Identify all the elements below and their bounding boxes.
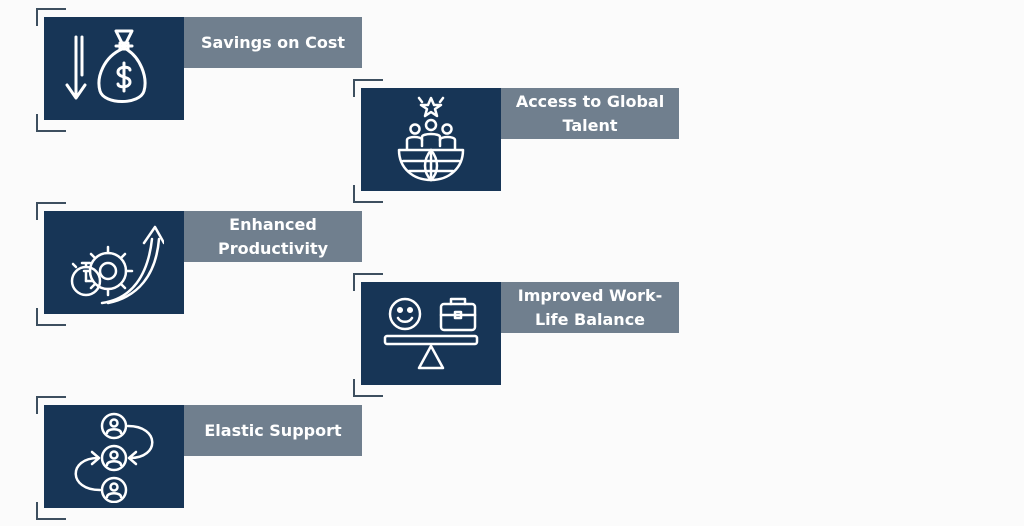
elastic-support-icon (74, 412, 154, 503)
productivity-gear-icon (70, 225, 164, 305)
benefit-card-access-to-global-talent: Access to Global Talent (353, 79, 683, 203)
icon-tile (361, 88, 501, 191)
benefit-card-improved-work-life-balance: Improved Work-Life Balance (353, 273, 683, 397)
benefit-label: Access to Global Talent (501, 88, 679, 139)
corner-bracket-top (36, 396, 66, 414)
icon-tile (44, 211, 184, 314)
benefit-card-savings-on-cost: Savings on Cost (36, 8, 366, 132)
icon-tile (361, 282, 501, 385)
benefit-label: Savings on Cost (184, 17, 362, 68)
corner-bracket-bottom (353, 185, 383, 203)
benefit-label: Elastic Support (184, 405, 362, 456)
benefit-card-elastic-support: Elastic Support (36, 396, 366, 520)
icon-tile (44, 17, 184, 120)
corner-bracket-bottom (36, 308, 66, 326)
corner-bracket-top (36, 202, 66, 220)
benefit-label: Enhanced Productivity (184, 211, 362, 262)
corner-bracket-top (353, 273, 383, 291)
corner-bracket-top (36, 8, 66, 26)
corner-bracket-top (353, 79, 383, 97)
money-bag-down-arrow-icon (65, 29, 147, 103)
benefit-card-enhanced-productivity: Enhanced Productivity (36, 202, 366, 326)
corner-bracket-bottom (36, 114, 66, 132)
global-talent-icon (397, 96, 465, 182)
icon-tile (44, 405, 184, 508)
work-life-balance-icon (383, 297, 479, 370)
corner-bracket-bottom (36, 502, 66, 520)
corner-bracket-bottom (353, 379, 383, 397)
benefit-label: Improved Work-Life Balance (501, 282, 679, 333)
